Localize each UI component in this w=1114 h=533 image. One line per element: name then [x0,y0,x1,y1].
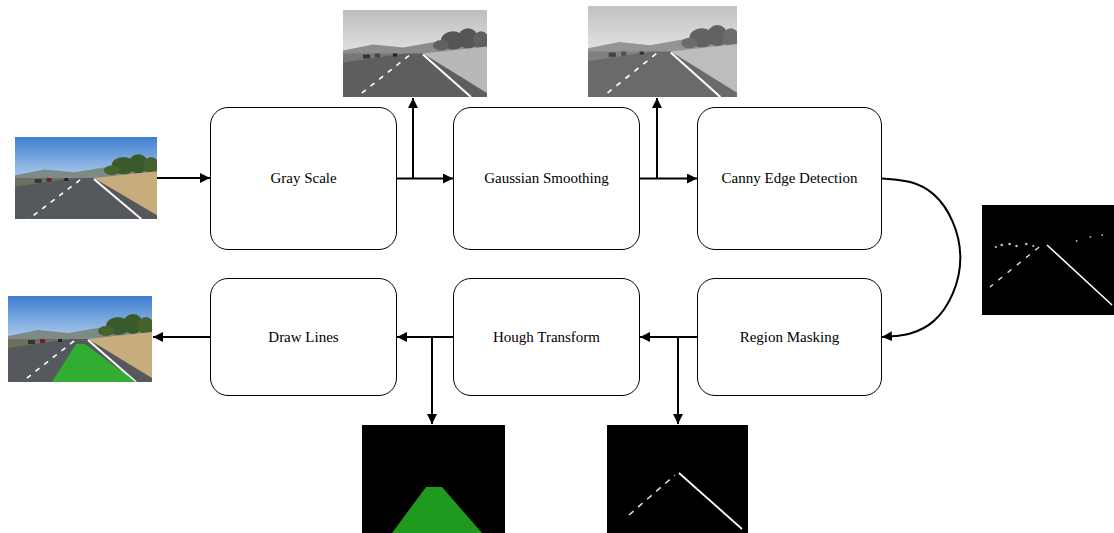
smoothed-thumbnail [588,6,739,97]
process-box: Draw Lines [210,278,397,396]
flow-arrow [882,179,960,338]
step-label: Draw Lines [268,328,338,347]
grayscale-thumbnail [343,10,489,97]
step-label: Gray Scale [270,169,336,188]
flow-arrow [397,336,453,338]
branch-arrow [412,98,414,178]
branch-arrow [656,98,658,178]
flow-arrow [397,178,453,180]
input-road-photo [15,137,159,219]
step-label: Gaussian Smoothing [484,169,609,188]
masked-edge-image [607,425,748,533]
branch-arrow [431,337,433,424]
step-label: Region Masking [740,328,840,347]
flow-arrow [640,178,697,180]
process-box: Region Masking [697,278,882,396]
output-arrow [153,336,210,338]
hough-lane-image [362,425,505,533]
step-label: Hough Transform [493,328,600,347]
process-box: Hough Transform [453,278,640,396]
edge-image [982,205,1114,315]
process-box: Canny Edge Detection [697,107,882,250]
process-box: Gray Scale [210,107,397,250]
step-label: Canny Edge Detection [722,169,858,188]
output-road-photo [8,296,154,382]
branch-arrow [677,337,679,424]
process-box: Gaussian Smoothing [453,107,640,250]
flow-arrow [640,336,697,338]
input-arrow [157,177,210,179]
